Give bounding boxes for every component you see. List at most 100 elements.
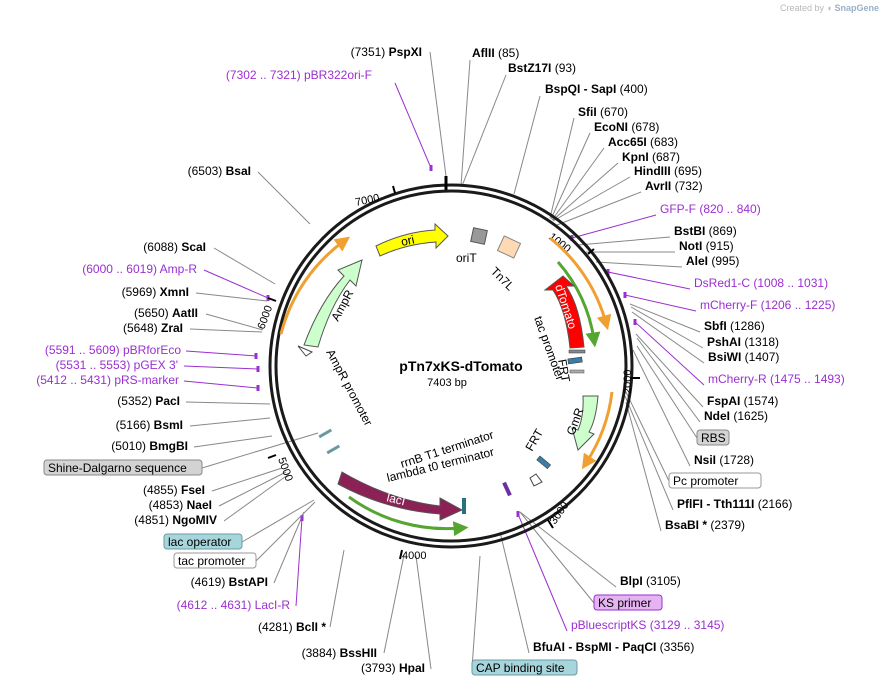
credit-prefix: Created by: [779, 3, 825, 13]
boxed-label-pc-promoter: Pc promoter: [668, 472, 762, 489]
leader-line: [636, 345, 698, 439]
site-label-bmgbi: (5010) BmgBI: [111, 439, 188, 453]
label-name: Amp-R: [160, 262, 198, 276]
primer-label-pgex-3: (5531 .. 5553) pGEX 3': [56, 358, 178, 372]
leader-line: [499, 531, 530, 654]
dTomato-feature-arrow: [543, 275, 585, 349]
tick-mark: [547, 519, 554, 529]
primer-mark: [623, 292, 627, 298]
label-position: (85): [495, 46, 520, 60]
site-label-pshai: PshAI (1318): [707, 335, 779, 349]
label-position: (1206 .. 1225): [757, 298, 835, 312]
site-labels: (7351) PspXI(7302 .. 7321) pBR322ori-F(6…: [36, 45, 844, 675]
label-name: BsaBI *: [665, 518, 707, 532]
primer-mark: [254, 353, 258, 359]
label-position: (5531 .. 5553): [56, 358, 134, 372]
label-name: BsmI: [154, 418, 183, 432]
leader-line: [630, 306, 704, 349]
tick-mark: [267, 297, 277, 302]
site-label-scai: (6088) ScaI: [143, 240, 206, 254]
tick-label: 4000: [402, 550, 426, 562]
label-position: (1318): [741, 335, 779, 349]
label-name: ScaI: [181, 240, 206, 254]
label-position: (1574): [740, 394, 778, 408]
gmR-orange-arc: [581, 391, 614, 470]
leader-line: [394, 82, 432, 169]
label-box: [668, 472, 762, 489]
label-position: (3793): [361, 661, 399, 675]
leader-line: [577, 236, 671, 246]
label-position: (683): [647, 135, 678, 149]
leader-line: [624, 395, 674, 511]
site-label-pspxi: (7351) PspXI: [351, 45, 422, 59]
leader-line: [257, 171, 311, 225]
label-box: [593, 594, 663, 611]
leader-line: [295, 517, 303, 607]
oriT-label: oriT: [456, 251, 477, 265]
site-label-xmni: (5969) XmnI: [122, 285, 189, 299]
site-label-paci: (5352) PacI: [117, 394, 180, 408]
label-position: (5010): [111, 439, 149, 453]
leader-line: [629, 303, 701, 333]
snapgene-logo-icon: ◖: [826, 3, 832, 13]
label-position: (678): [628, 120, 659, 134]
label-name: BclI *: [296, 620, 326, 634]
leader-line: [241, 499, 315, 543]
label-box: [471, 659, 578, 676]
site-label-blpi: BlpI (3105): [620, 574, 681, 588]
label-position: (820 .. 840): [696, 202, 761, 216]
oriT-feature: [470, 227, 488, 245]
site-label-ndei: NdeI (1625): [704, 409, 768, 423]
site-label-sbfi: SbfI (1286): [704, 319, 765, 333]
lac-operator-mark: [318, 428, 333, 439]
leader-line: [273, 511, 305, 584]
label-name: NdeI: [704, 409, 730, 423]
label-position: (3105): [643, 574, 681, 588]
tick-label: 6000: [256, 304, 276, 331]
leader-line: [631, 311, 705, 364]
leader-line: [551, 147, 605, 221]
label-position: (1407): [741, 350, 779, 364]
tick-mark: [267, 454, 277, 459]
ampR-feature-arrow: [303, 259, 363, 348]
primer-label-dsred1-c: DsRed1-C (1008 .. 1031): [694, 276, 828, 290]
leader-line: [201, 432, 319, 469]
site-label-zrai: (5648) ZraI: [123, 321, 183, 335]
leader-line: [571, 214, 657, 239]
label-name: PacI: [155, 394, 180, 408]
leader-line: [607, 271, 691, 290]
leader-line: [517, 513, 568, 632]
primer-mark: [300, 515, 304, 521]
snapgene-credit: Created by ◖ SnapGene: [780, 3, 879, 13]
primer-mark: [429, 165, 433, 171]
boxed-label-rbs: RBS: [696, 429, 730, 446]
leader-line: [635, 333, 704, 408]
label-text: RBS: [701, 431, 726, 445]
tick-mark: [392, 185, 396, 194]
leader-line: [624, 294, 697, 312]
label-name: NotI: [679, 239, 702, 253]
leader-line: [218, 471, 287, 507]
tn7l-label: Tn7L: [488, 264, 517, 293]
rrnB-terminator-mark: [529, 473, 543, 487]
label-position: (1475 .. 1493): [767, 372, 845, 386]
leader-line: [185, 401, 271, 405]
ori-label: ori: [400, 232, 416, 248]
label-position: (3884): [302, 646, 340, 660]
gmR-feature-arrow: [571, 395, 599, 451]
leader-line: [471, 555, 481, 669]
leader-line: [203, 269, 269, 299]
label-name: NsiI: [694, 453, 716, 467]
tick-label: 2000: [622, 370, 634, 394]
leader-line: [223, 473, 290, 522]
label-position: (3356): [656, 640, 694, 654]
site-label-fsei: (4855) FseI: [143, 483, 205, 497]
label-name: pRS-marker: [114, 373, 179, 387]
label-name: BfuAI - BspMI - PaqCI: [533, 640, 656, 654]
site-label-econi: EcoNI (678): [594, 120, 659, 134]
site-label-pflfi-tth111i: PflFI - Tth111I (2166): [677, 497, 792, 511]
primer-mark: [256, 385, 260, 391]
label-name: pBRforEco: [123, 343, 181, 357]
site-label-ngomiv: (4851) NgoMIV: [134, 513, 217, 527]
